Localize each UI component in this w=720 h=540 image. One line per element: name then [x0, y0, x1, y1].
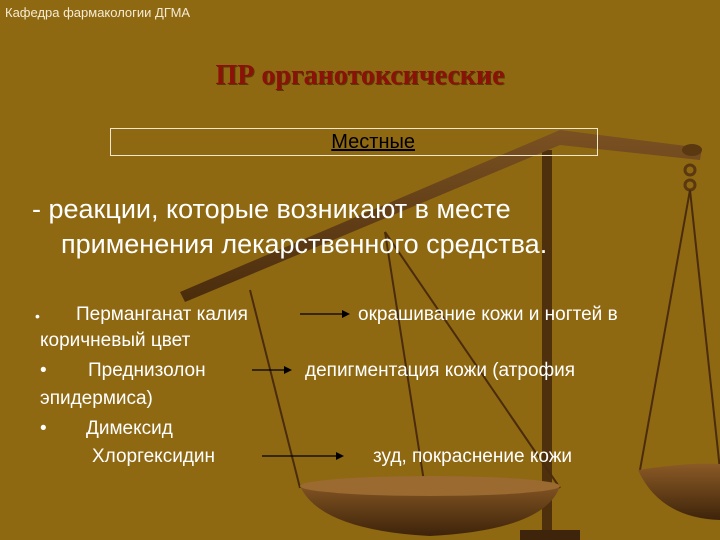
- bullet-icon: •: [35, 308, 40, 324]
- effect-4: зуд, покраснение кожи: [373, 446, 573, 467]
- drug-name-1: Перманганат калия: [76, 304, 248, 325]
- effect-2: депигментация кожи (атрофия: [305, 360, 576, 381]
- definition: - реакции, которые возникают в месте при…: [32, 192, 672, 262]
- drug-name-2: Преднизолон: [88, 360, 206, 381]
- header-label: Кафедра фармакологии ДГМА: [5, 5, 191, 20]
- slide-title: ПР органотоксические: [215, 60, 505, 91]
- effect-1: окрашивание кожи и ногтей в: [358, 304, 618, 325]
- subtitle-box: Местные: [110, 128, 598, 156]
- subtitle: Местные: [329, 129, 417, 155]
- definition-line-2: применения лекарственного средства.: [61, 229, 548, 259]
- arrow-icon: [252, 366, 292, 374]
- effect-1-continuation: коричневый цвет: [40, 330, 191, 351]
- arrow-icon: [300, 310, 350, 318]
- effect-2-continuation: эпидермиса): [40, 388, 153, 409]
- drug-name-4: Хлоргексидин: [92, 446, 216, 467]
- definition-line-1: - реакции, которые возникают в месте: [32, 194, 511, 224]
- drug-name-3: Димексид: [86, 418, 173, 439]
- bullet-icon: •: [40, 360, 47, 381]
- arrow-icon: [262, 452, 344, 460]
- bullet-icon: •: [40, 418, 47, 439]
